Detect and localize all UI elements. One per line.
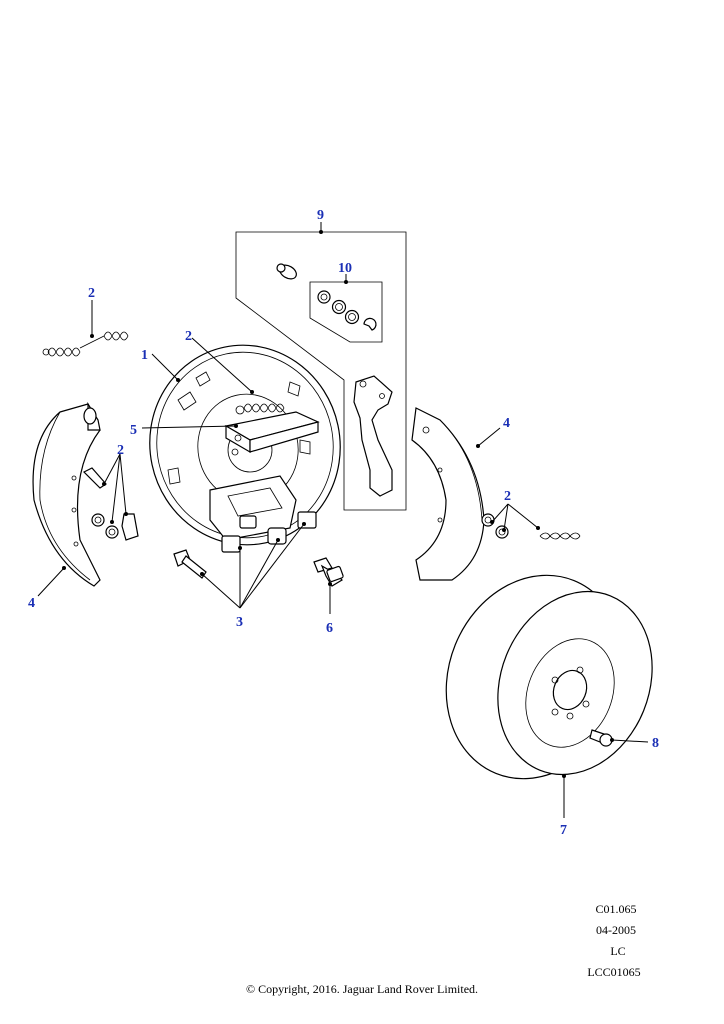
callout-4-right: 4 [503,416,510,431]
callout-1: 1 [141,348,148,363]
adjuster-pin [276,263,297,280]
right-hardware [481,513,581,540]
callout-5: 5 [130,423,137,438]
callout-2-plate: 2 [185,329,192,344]
right-brake-shoe [411,407,485,581]
callout-10: 10 [338,261,352,276]
callout-7: 7 [560,823,567,838]
callout-9: 9 [317,208,324,223]
diagram-reference: LCC01065 [587,965,641,979]
adjuster-kit-outline [235,231,407,511]
seal-kit [317,290,377,331]
drum-screw [589,729,613,747]
callout-4-left: 4 [28,596,35,611]
callout-6: 6 [326,621,333,636]
callout-labels: 1 2 2 2 2 3 4 4 5 6 7 8 9 10 [28,208,659,838]
upper-spring [235,403,285,415]
left-hardware [82,467,139,541]
diagram-date: 04-2005 [596,923,636,937]
callout-2-top-left: 2 [88,286,95,301]
adjuster-lever [353,375,393,497]
diagram-region: LC [610,944,626,958]
top-left-spring [42,331,129,357]
copyright-notice: © Copyright, 2016. Jaguar Land Rover Lim… [245,982,479,996]
bolt-3 [173,549,207,579]
bolt-6 [313,557,344,587]
callout-2-right: 2 [504,489,511,504]
callout-8: 8 [652,736,659,751]
leader-lines [37,222,649,818]
callout-3: 3 [236,615,243,630]
brake-drum [445,574,653,780]
left-brake-shoe [32,401,101,587]
strut-bracket [224,411,320,454]
diagram-code: C01.065 [595,902,637,916]
callout-2-left: 2 [117,443,124,458]
